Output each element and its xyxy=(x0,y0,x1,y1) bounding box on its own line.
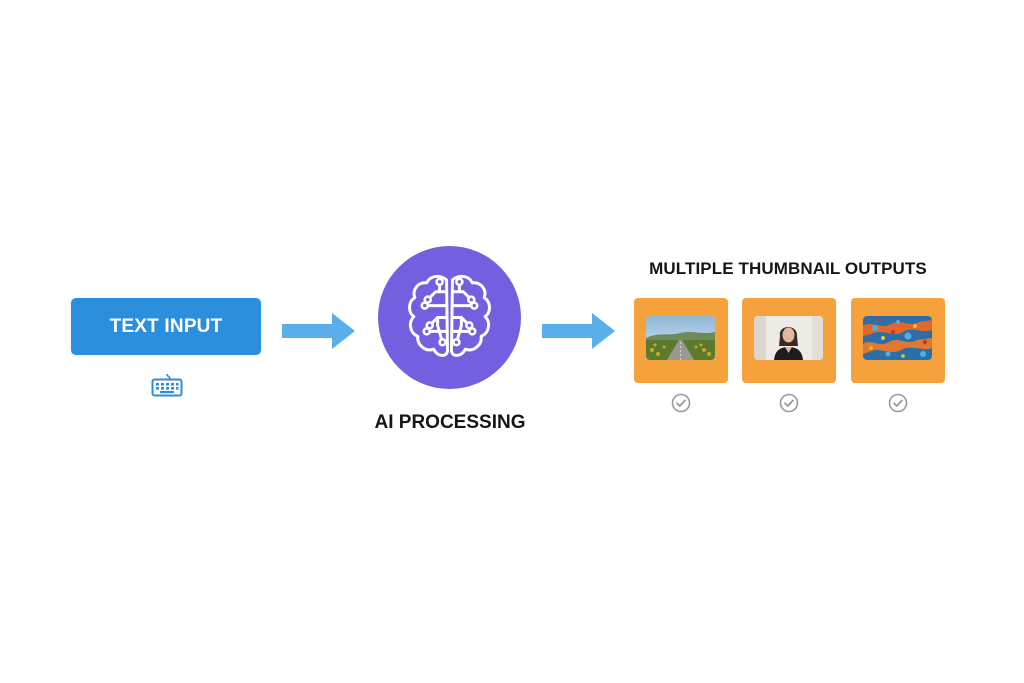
brain-circuit-icon xyxy=(408,274,491,357)
keyboard-icon xyxy=(151,373,183,397)
text-input-label: TEXT INPUT xyxy=(109,315,223,337)
portrait-thumbnail xyxy=(754,316,823,360)
ai-processing-label: AI PROCESSING xyxy=(374,412,526,433)
check-circle-icon xyxy=(779,393,799,413)
ai-processing-circle xyxy=(378,246,521,389)
check-circle-icon xyxy=(888,393,908,413)
thumbnail-card-3 xyxy=(851,298,945,383)
flow-arrow-1 xyxy=(282,311,356,351)
outputs-title: MULTIPLE THUMBNAIL OUTPUTS xyxy=(649,259,927,278)
road-landscape-thumbnail xyxy=(646,316,715,360)
text-input-box: TEXT INPUT xyxy=(71,298,261,355)
check-circle-icon xyxy=(671,393,691,413)
flow-arrow-2 xyxy=(542,311,616,351)
thumbnail-card-2 xyxy=(742,298,836,383)
abstract-painting-thumbnail xyxy=(863,316,932,360)
thumbnail-card-1 xyxy=(634,298,728,383)
